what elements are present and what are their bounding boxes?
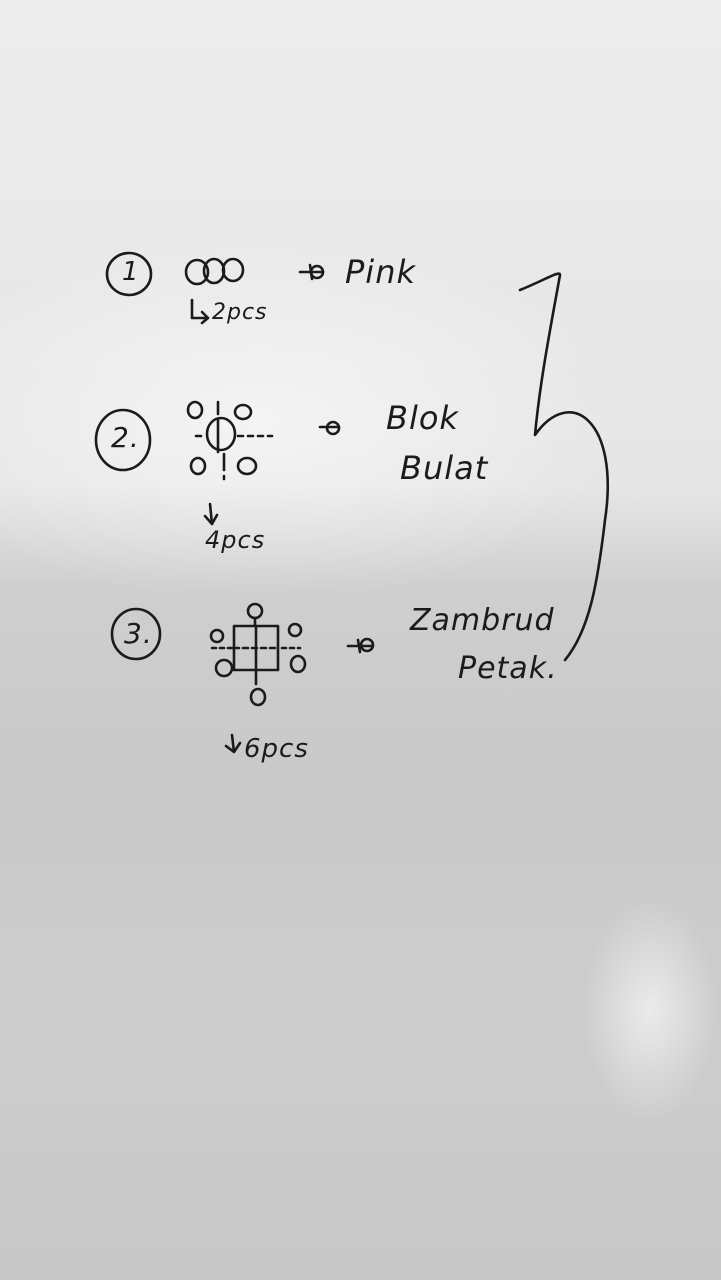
item-3-result-line2: Petak. (458, 651, 558, 686)
item-3-number: 3. (124, 617, 153, 650)
item-3-qty-arrow (224, 733, 242, 754)
item-3-bead-sketch (209, 602, 307, 707)
item-3-result-arrow (346, 637, 375, 654)
item-2-quantity: 4pcs (205, 526, 266, 554)
item-2-result-arrow (318, 420, 341, 436)
item-1-number: 1 (122, 257, 140, 287)
item-2-bead-sketch (186, 400, 274, 481)
item-1-bead-sketch (184, 257, 245, 286)
item-3-quantity: 6pcs (244, 734, 309, 764)
item-3-number-circle (110, 607, 162, 661)
item-1-result-arrow (298, 263, 325, 281)
item-1-number-circle (105, 251, 153, 297)
item-2-number-circle (94, 408, 152, 472)
light-glare (560, 860, 721, 1160)
item-2-qty-arrow (203, 502, 219, 526)
item-3-result-line1: Zambrud (410, 603, 555, 638)
item-1-quantity: 2pcs (212, 300, 268, 325)
connector-curve (518, 272, 610, 662)
item-2-result-line2: Bulat (400, 449, 489, 487)
item-1-result: Pink (345, 253, 416, 291)
item-2-number: 2. (111, 421, 140, 454)
item-1-qty-arrow (190, 298, 210, 325)
item-2-result-line1: Blok (386, 399, 459, 437)
